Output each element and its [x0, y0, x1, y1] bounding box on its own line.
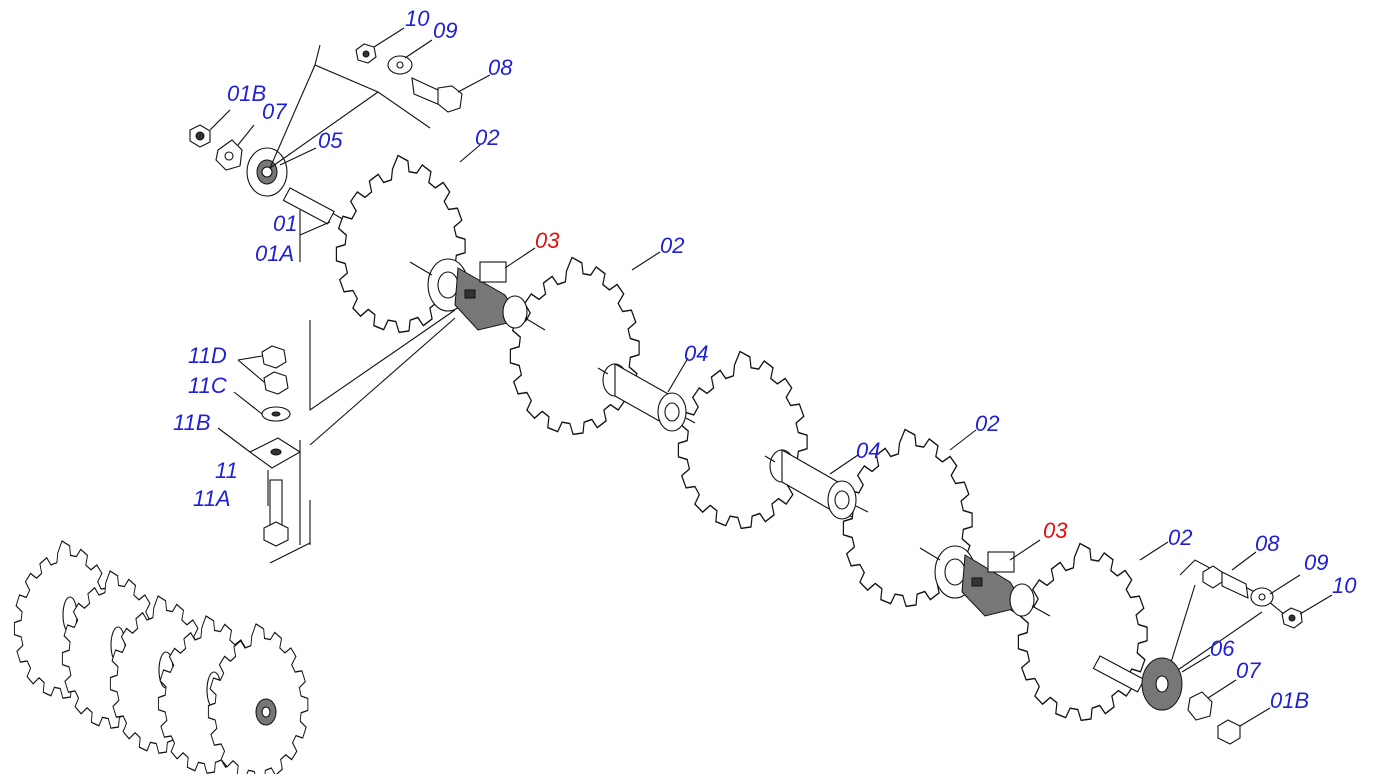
label-11c: 11C	[188, 373, 227, 398]
label-01a: 01A	[255, 241, 295, 266]
label-09-bottom: 09	[1304, 550, 1329, 575]
label-09-top: 09	[433, 18, 458, 43]
hardware-bottom-right	[1092, 565, 1303, 745]
label-04-b: 04	[856, 438, 881, 463]
label-03-b: 03	[1043, 518, 1068, 543]
assembled-disc-gang	[13, 540, 309, 779]
bearing-housing-upper	[409, 258, 546, 331]
label-02-c: 02	[975, 411, 1000, 436]
bearing-housing-lower	[919, 545, 1051, 617]
label-07-bottom: 07	[1236, 658, 1261, 683]
label-08-top: 08	[488, 55, 513, 80]
label-10-top: 10	[405, 6, 430, 31]
label-02-a: 02	[475, 125, 500, 150]
label-leaders	[209, 27, 1333, 727]
label-03-a: 03	[535, 228, 560, 253]
label-11: 11	[215, 458, 238, 483]
label-10-bottom: 10	[1332, 573, 1357, 598]
spacer-upper	[597, 363, 696, 432]
label-01b-bottom: 01B	[1270, 688, 1310, 713]
disc-3	[677, 350, 808, 530]
label-02-d: 02	[1168, 525, 1193, 550]
label-06: 06	[1210, 636, 1235, 661]
label-08-bottom: 08	[1255, 531, 1280, 556]
label-04-a: 04	[684, 341, 709, 366]
label-11b: 11B	[173, 410, 211, 435]
disc-5	[1017, 542, 1148, 722]
spacer-lower	[764, 449, 869, 520]
leader-brackets	[267, 44, 1286, 675]
disc-2	[509, 256, 640, 436]
label-11d: 11D	[188, 343, 227, 368]
label-07-top: 07	[262, 99, 287, 124]
bolt-stack	[248, 345, 302, 547]
label-01: 01	[273, 211, 298, 236]
label-11a: 11A	[193, 486, 231, 511]
label-01b-top: 01B	[227, 81, 267, 106]
hardware-top-left	[189, 43, 463, 225]
label-05: 05	[318, 128, 343, 153]
label-02-b: 02	[660, 233, 685, 258]
